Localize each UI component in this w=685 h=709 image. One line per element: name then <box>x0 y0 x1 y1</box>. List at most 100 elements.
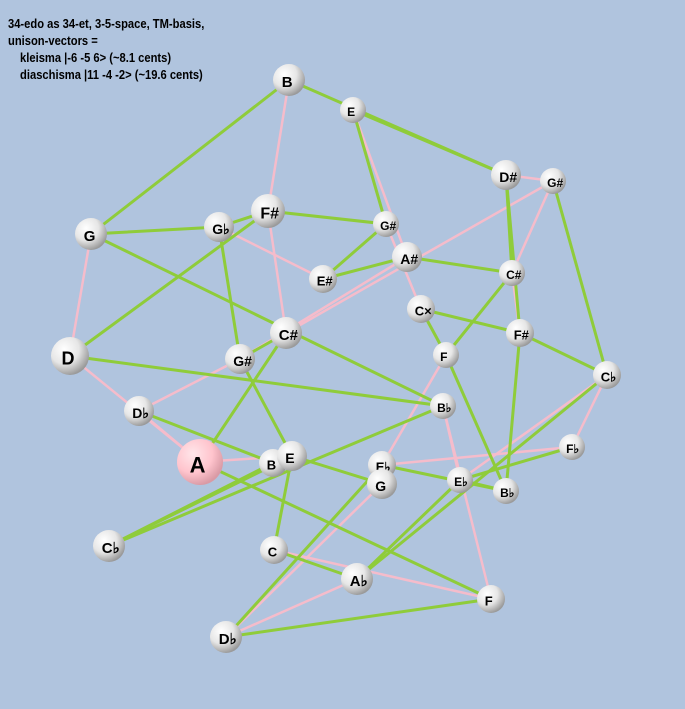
green-edge-Gb1-Gsm <box>217 225 242 361</box>
green-edge-Db2-Eb1 <box>224 463 384 639</box>
note-node-a1[interactable]: A <box>177 439 223 485</box>
note-label: B <box>267 457 276 472</box>
green-edge-D1-Bb1 <box>68 354 445 408</box>
note-label: F# <box>514 327 530 342</box>
note-node-f2[interactable]: F <box>477 585 505 613</box>
note-label: G <box>375 478 386 494</box>
green-edge-Fs2-Cb1 <box>518 331 609 377</box>
note-label: C♭ <box>102 540 120 557</box>
note-node-cs1[interactable]: C# <box>499 260 525 286</box>
note-node-e1[interactable]: E <box>340 97 366 123</box>
green-edge-A1-F2 <box>198 460 493 601</box>
green-edge-E1-Gss <box>351 108 388 226</box>
note-node-fb1[interactable]: F♭ <box>559 434 585 460</box>
note-node-db2[interactable]: D♭ <box>210 621 242 653</box>
note-node-gb1[interactable]: G♭ <box>204 212 234 242</box>
note-ball <box>225 344 255 374</box>
pink-edge-E1-As1 <box>351 108 409 259</box>
note-ball <box>309 265 337 293</box>
note-ball <box>477 585 505 613</box>
note-label: E# <box>317 273 334 288</box>
note-node-eb2[interactable]: E♭ <box>447 467 473 493</box>
note-label: A# <box>400 251 418 267</box>
note-label: D <box>61 349 74 369</box>
note-ball <box>270 317 302 349</box>
note-node-bb2[interactable]: B♭ <box>493 478 519 504</box>
note-node-f1[interactable]: F <box>433 342 459 368</box>
note-ball <box>177 439 223 485</box>
note-node-d1[interactable]: D <box>51 337 89 375</box>
green-edge-Fs1-Gss <box>266 209 388 226</box>
note-node-cx[interactable]: C× <box>407 295 435 323</box>
note-node-g1[interactable]: G <box>75 218 107 250</box>
note-ball <box>499 260 525 286</box>
pink-edge-Cb1-Eb2 <box>458 373 609 482</box>
note-node-ds1[interactable]: D# <box>491 160 521 190</box>
note-label: D♭ <box>219 631 237 648</box>
pink-edge-Gsm-Db1 <box>137 357 242 413</box>
green-edge-Fs1-D1 <box>68 209 270 358</box>
note-ball <box>51 337 89 375</box>
green-edge-Gs1-Cb1 <box>551 179 609 377</box>
note-ball <box>491 160 521 190</box>
note-label: G# <box>233 353 252 369</box>
note-node-bb1[interactable]: B♭ <box>430 393 456 419</box>
pink-edge-G1-D1 <box>68 232 93 358</box>
note-node-gss[interactable]: G# <box>373 211 399 237</box>
note-label: D# <box>499 169 517 185</box>
green-edge-Cx-Fs2 <box>419 307 522 335</box>
green-edge-Cb1-Ab1 <box>355 373 609 581</box>
note-label: F♭ <box>566 442 579 456</box>
note-ball <box>93 530 125 562</box>
note-node-cb1[interactable]: C♭ <box>593 361 621 389</box>
note-node-fs1[interactable]: F# <box>251 194 285 228</box>
caption-line-2: unison-vectors = <box>8 33 98 48</box>
pink-edge-B1-Fs1 <box>266 78 291 213</box>
note-node-b1[interactable]: B <box>273 64 305 96</box>
note-ball <box>493 478 519 504</box>
green-edge-Gsm-E2 <box>238 357 294 458</box>
note-label: F <box>485 593 493 608</box>
note-label: G# <box>547 176 563 190</box>
note-ball <box>367 469 397 499</box>
edge-layer <box>68 78 609 639</box>
note-ball <box>433 342 459 368</box>
note-node-gs1[interactable]: G# <box>540 168 566 194</box>
note-label: C# <box>506 268 522 282</box>
note-node-e2[interactable]: E <box>277 441 307 471</box>
note-label: C× <box>415 303 432 318</box>
note-ball <box>447 467 473 493</box>
green-edge-Fb1-Eb2 <box>458 445 574 482</box>
note-label: E♭ <box>454 475 468 489</box>
note-label: B♭ <box>437 401 451 415</box>
note-node-c1[interactable]: C <box>260 536 288 564</box>
note-node-db1[interactable]: D♭ <box>124 396 154 426</box>
note-ball <box>277 441 307 471</box>
note-label: C♭ <box>601 369 617 384</box>
green-edge-Db1-B2 <box>137 409 275 465</box>
green-edge-G1-Bb1 <box>89 232 445 408</box>
note-node-g2[interactable]: G <box>367 469 397 499</box>
pink-edge-Fs1-Cs2 <box>266 209 288 335</box>
pink-edge-Db2-Ab1 <box>224 577 359 639</box>
note-node-gsm[interactable]: G# <box>225 344 255 374</box>
note-node-es1[interactable]: E# <box>309 265 337 293</box>
note-node-cs2[interactable]: C# <box>270 317 302 349</box>
green-edge-B1-G1 <box>89 78 291 236</box>
note-label: A♭ <box>350 573 368 590</box>
note-node-ab1[interactable]: A♭ <box>341 563 373 595</box>
green-edge-G1-Gb1 <box>89 225 221 236</box>
green-edge-E1-Ds1 <box>351 108 508 177</box>
note-node-as1[interactable]: A# <box>392 242 422 272</box>
note-node-fs2[interactable]: F# <box>506 319 534 347</box>
note-node-cb2[interactable]: C♭ <box>93 530 125 562</box>
note-ball <box>251 194 285 228</box>
caption-diaschisma: diaschisma |11 -4 -2> (~19.6 cents) <box>20 67 203 82</box>
note-label: F# <box>260 206 279 223</box>
note-label: E <box>285 450 294 466</box>
note-label: E <box>347 105 355 119</box>
green-edge-Bb2-Eb1 <box>380 463 508 493</box>
note-ball <box>540 168 566 194</box>
